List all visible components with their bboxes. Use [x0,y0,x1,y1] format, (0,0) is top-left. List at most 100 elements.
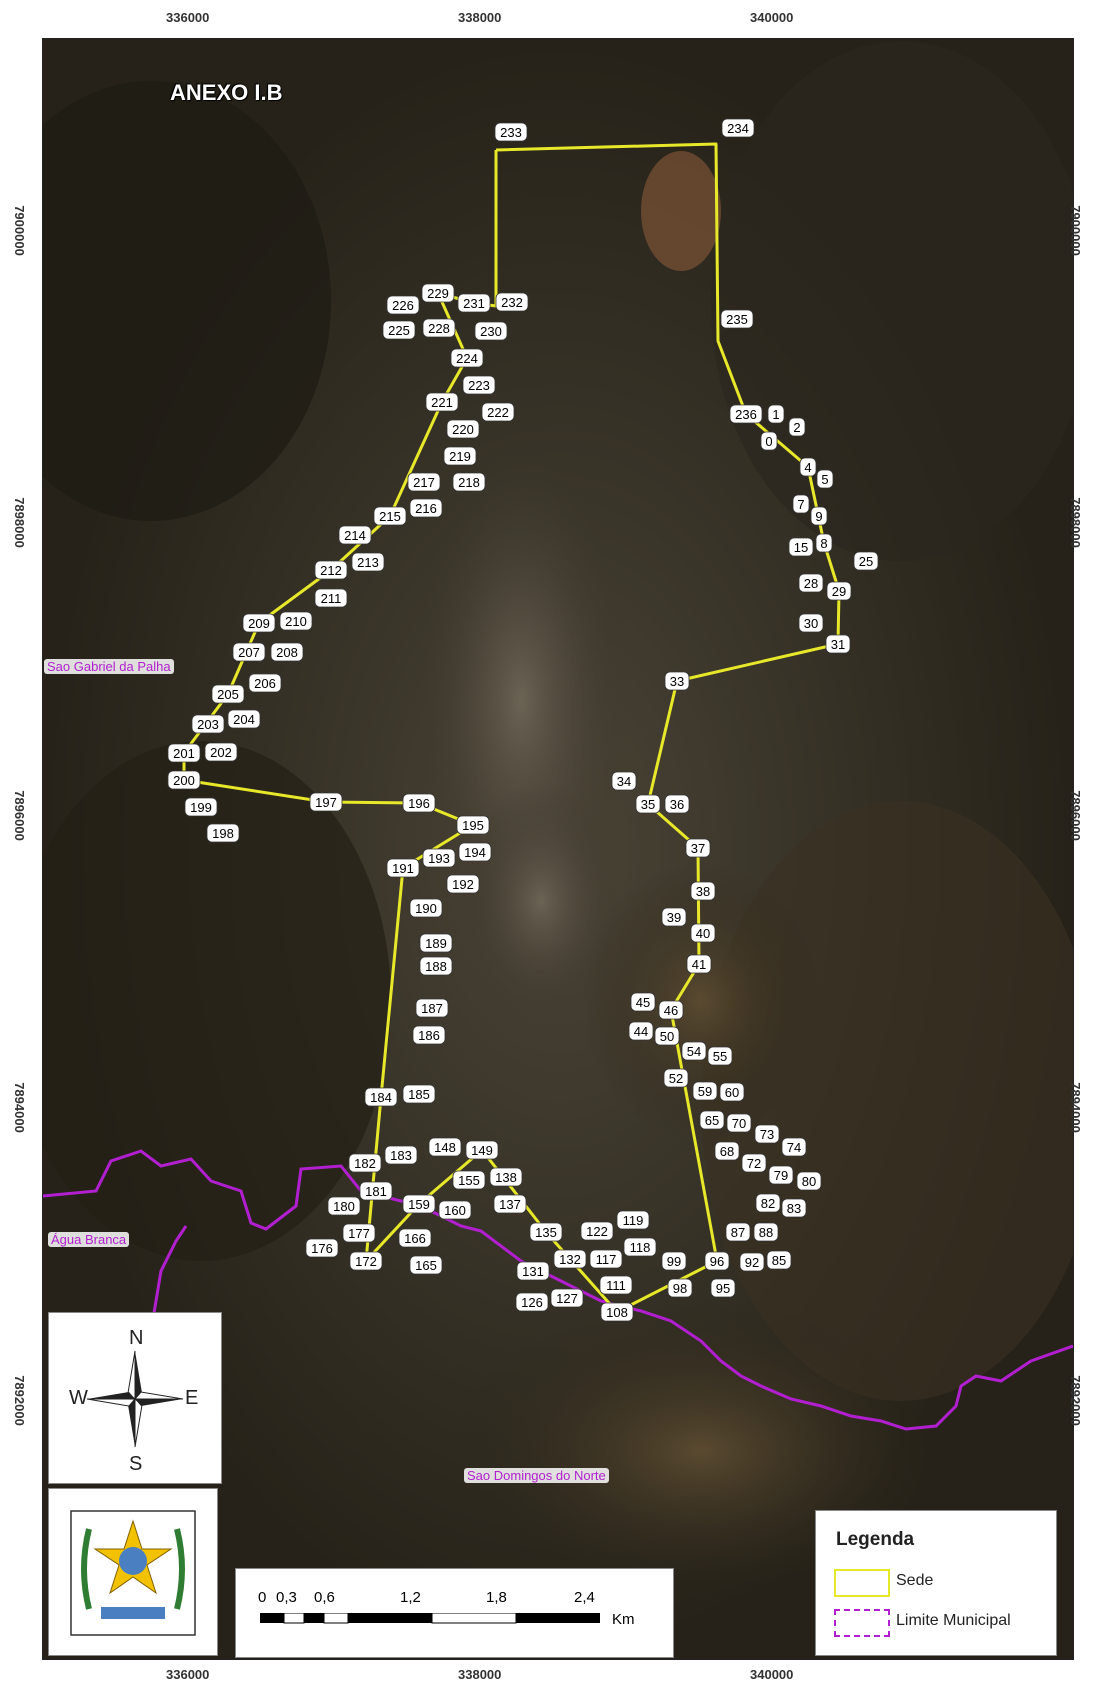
vertex-label-55: 55 [707,1046,733,1066]
vertex-label-205: 205 [211,684,245,704]
vertex-box [760,431,778,451]
vertex-box [419,956,453,976]
vertex-number: 182 [354,1156,376,1171]
vertex-box [792,494,810,514]
vertex-number: 224 [456,351,478,366]
vertex-number: 31 [831,637,845,652]
vertex-label-68: 68 [714,1141,740,1161]
vertex-box [580,1221,614,1241]
vertex-box [409,1255,443,1275]
vertex-number: 72 [747,1156,761,1171]
vertex-number: 73 [760,1127,774,1142]
scale-bar [260,1613,600,1624]
vertex-box [402,1084,436,1104]
vertex-number: 232 [501,295,523,310]
vertex-box [690,881,716,901]
vertex-label-52: 52 [663,1068,689,1088]
vertex-number: 220 [452,422,474,437]
vertex-box [661,1251,687,1271]
vertex-label-226: 226 [386,295,420,315]
vertex-box [438,1200,472,1220]
vertex-number: 60 [725,1085,739,1100]
vertex-label-1: 1 [767,404,785,424]
vertex-label-188: 188 [419,956,453,976]
vertex-label-228: 228 [422,318,456,338]
vertex-number: 40 [696,926,710,941]
vertex-label-45: 45 [630,992,656,1012]
vertex-box [663,1068,689,1088]
vertex-number: 159 [408,1197,430,1212]
vertex-number: 155 [458,1173,480,1188]
vertex-label-5: 5 [816,469,834,489]
vertex-number: 193 [428,851,450,866]
vertex-label-183: 183 [384,1145,418,1165]
legend-title: Legenda [836,1529,915,1550]
vertex-number: 188 [425,959,447,974]
vertex-number: 98 [673,1281,687,1296]
vertex-box [327,1196,361,1216]
vertex-label-166: 166 [398,1228,432,1248]
legend-panel: Legenda Sede Limite Municipal [815,1510,1057,1656]
vertex-box [611,771,637,791]
vertex-number: 15 [794,540,808,555]
vertex-number: 87 [731,1225,745,1240]
vertex-number: 200 [173,773,195,788]
vertex-label-131: 131 [516,1261,550,1281]
vertex-number: 209 [248,616,270,631]
vertex-label-202: 202 [204,742,238,762]
vertex-label-31: 31 [825,634,851,654]
vertex-box [398,1228,432,1248]
vertex-box [227,709,261,729]
vertex-number: 25 [859,554,873,569]
vertex-box [529,1222,563,1242]
vertex-label-28: 28 [798,573,824,593]
vertex-box [753,1222,779,1242]
vertex-box [191,714,225,734]
vertex-number: 196 [408,796,430,811]
vertex-number: 195 [462,818,484,833]
vertex-number: 231 [463,296,485,311]
vertex-box [242,613,276,633]
vertex-label-38: 38 [690,881,716,901]
vertex-number: 55 [713,1049,727,1064]
vertex-number: 70 [732,1116,746,1131]
vertex-box [493,1194,527,1214]
vertex-box [386,295,420,315]
vertex-number: 218 [458,475,480,490]
vertex-box [515,1292,549,1312]
vertex-number: 223 [468,378,490,393]
scale-bar-panel: 0 0,3 0,6 1,2 1,8 2,4 Km [235,1568,674,1658]
vertex-number: 132 [559,1252,581,1267]
place-label-agua-branca: Água Branca [48,1232,130,1247]
vertex-box [409,898,443,918]
vertex-label-108: 108 [600,1302,634,1322]
vertex-number: 184 [370,1090,392,1105]
vertex-box [635,794,661,814]
vertex-label-235: 235 [720,309,754,329]
vertex-box [457,293,491,313]
vertex-label-236: 236 [729,404,763,424]
vertex-number: 54 [687,1044,701,1059]
vertex-box [415,998,449,1018]
y-tick-left: 7900000 [11,205,27,256]
vertex-number: 131 [522,1264,544,1279]
vertex-number: 0 [765,434,772,449]
vertex-label-165: 165 [409,1255,443,1275]
vertex-label-218: 218 [452,472,486,492]
vertex-number: 46 [664,1003,678,1018]
y-tick-right: 7900000 [1067,205,1083,256]
vertex-number: 135 [535,1225,557,1240]
vertex-label-189: 189 [419,933,453,953]
vertex-label-194: 194 [458,842,492,862]
vertex-label-148: 148 [428,1137,462,1157]
vertex-number: 83 [787,1201,801,1216]
vertex-label-197: 197 [309,792,343,812]
vertex-label-221: 221 [425,392,459,412]
vertex-number: 79 [774,1168,788,1183]
vertex-box [407,472,441,492]
vertex-box [788,417,806,437]
vertex-label-186: 186 [412,1025,446,1045]
compass-rose-icon [86,1350,184,1448]
vertex-label-135: 135 [529,1222,563,1242]
vertex-number: 211 [321,591,342,606]
